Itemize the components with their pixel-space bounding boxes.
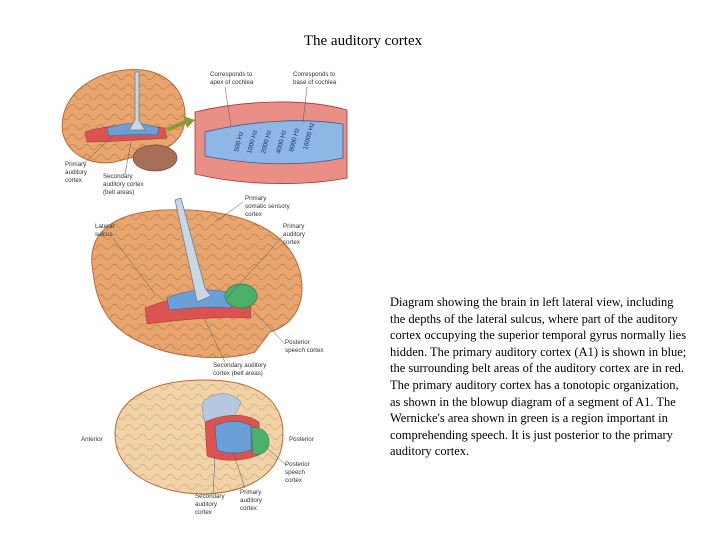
label-apex: Corresponds to apex of cochlea [210, 71, 254, 86]
label-posterior-speech: Posterior speech cortex [285, 339, 324, 354]
figure-caption: Diagram showing the brain in left latera… [390, 295, 687, 459]
label-primary-somatic: Primary somatic sensory cortex [245, 195, 291, 218]
label-secondary-auditory-top: Secondary auditory cortex (belt areas) [103, 173, 145, 196]
label-primary-auditory-mid: Primary auditory cortex [283, 223, 307, 246]
label-secondary-auditory-mid: Secondary auditory cortex (belt areas) [213, 362, 268, 377]
label-primary-auditory-bottom: Primary auditory cortex [240, 489, 264, 512]
label-secondary-auditory-bottom: Secondary auditory cortex [195, 493, 226, 516]
wernicke-area [224, 283, 258, 309]
top-brain [61, 69, 195, 172]
auditory-cortex-figure: 500 Hz 1000 Hz 2000 Hz 4000 Hz 8000 Hz 1… [55, 62, 355, 522]
slide-title: The auditory cortex [303, 33, 423, 49]
figure-svg: 500 Hz 1000 Hz 2000 Hz 4000 Hz 8000 Hz 1… [61, 69, 348, 516]
middle-brain [91, 197, 303, 359]
label-base: Corresponds to base of cochlea [293, 71, 337, 86]
tonotopic-blowup: 500 Hz 1000 Hz 2000 Hz 4000 Hz 8000 Hz 1… [194, 101, 348, 184]
label-anterior: Anterior [81, 436, 103, 443]
label-primary-auditory-top: Primary auditory cortex [65, 161, 89, 184]
label-posterior: Posterior [289, 436, 314, 443]
bottom-section [114, 379, 284, 495]
label-lateral-sulcus: Lateral sulcus [95, 223, 116, 238]
label-posterior-speech-bottom: Posterior speech cortex [285, 461, 312, 484]
cerebellum [132, 144, 178, 172]
